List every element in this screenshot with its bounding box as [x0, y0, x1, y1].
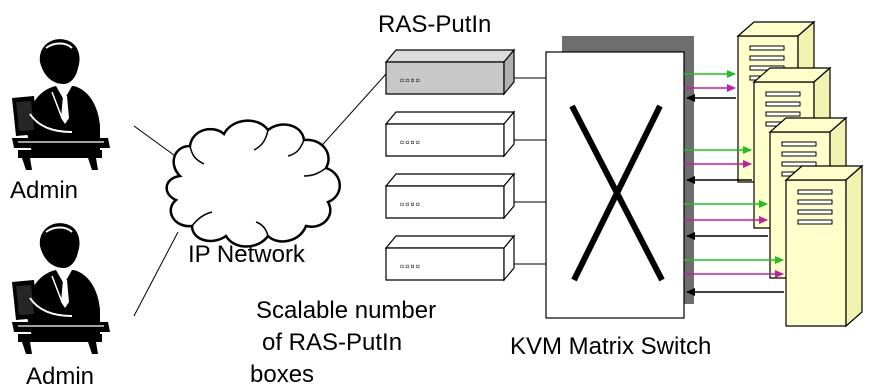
ras-putin-box-1: ▫▫▫▫: [384, 48, 516, 96]
box-to-switch-links: [514, 77, 546, 265]
ras-putin-box-2: ▫▫▫▫: [385, 111, 515, 157]
ras-putin-box-3: ▫▫▫▫: [385, 173, 515, 219]
admin-top-label: Admin: [10, 177, 78, 204]
ras-putin-box-1-ports: ▫▫▫▫: [400, 73, 421, 87]
admin-top-figure: [11, 38, 111, 171]
scalable-caption-line-1: Scalable number: [256, 297, 436, 324]
kvm-matrix-switch: [545, 36, 694, 319]
admin-bottom-figure: [11, 222, 111, 355]
ip-network-label: IP Network: [188, 241, 306, 268]
ras-putin-box-3-ports: ▫▫▫▫: [400, 197, 421, 211]
ras-putin-box-2-ports: ▫▫▫▫: [400, 135, 421, 149]
ip-network-cloud-icon: [165, 119, 341, 248]
kvm-matrix-switch-label: KVM Matrix Switch: [510, 333, 711, 360]
switch-server-arrows: [684, 70, 784, 296]
scalable-caption-line-3: boxes: [250, 361, 314, 388]
ras-putin-box-4: ▫▫▫▫: [385, 235, 515, 281]
scalable-caption-line-2: of RAS-PutIn: [262, 329, 402, 356]
ras-putin-box-4-ports: ▫▫▫▫: [400, 259, 421, 273]
server-4: [785, 165, 863, 327]
admin-bottom-label: Admin: [26, 363, 94, 388]
ras-putin-title: RAS-PutIn: [378, 11, 491, 38]
